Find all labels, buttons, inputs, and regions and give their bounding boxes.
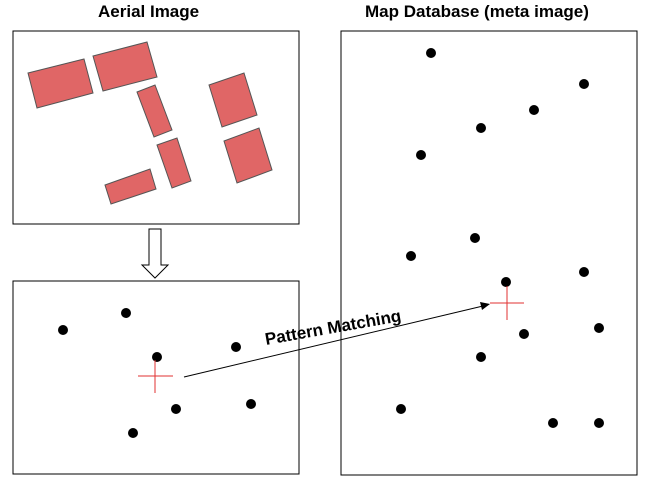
map-database-title: Map Database (meta image) (365, 2, 589, 21)
map-database-frame (340, 30, 638, 476)
building (92, 41, 158, 92)
building (27, 58, 94, 109)
map-point (396, 404, 406, 414)
buildings (27, 41, 273, 205)
map-point (406, 251, 416, 261)
building (104, 168, 157, 205)
map-point (476, 352, 486, 362)
map-point (476, 123, 486, 133)
feature-point (121, 308, 131, 318)
feature-point (171, 404, 181, 414)
extracted-points-frame (12, 280, 300, 475)
map-point (594, 323, 604, 333)
map-point (426, 48, 436, 58)
map-point (548, 418, 558, 428)
map-point (416, 150, 426, 160)
map-point (579, 267, 589, 277)
building (156, 137, 192, 189)
map-point (579, 79, 589, 89)
building (136, 84, 173, 138)
building (223, 127, 273, 184)
feature-point (231, 342, 241, 352)
map-point (470, 233, 480, 243)
aerial-image-panel (12, 30, 300, 225)
map-point (529, 105, 539, 115)
feature-point (128, 428, 138, 438)
down-arrow-icon (140, 228, 170, 279)
building (208, 72, 258, 128)
map-point (501, 277, 511, 287)
feature-point (246, 399, 256, 409)
map-database-panel (340, 30, 638, 476)
feature-point (58, 325, 68, 335)
matched-crosshair (490, 286, 524, 320)
extracted-points-panel (12, 280, 300, 475)
aerial-image-title: Aerial Image (98, 2, 200, 21)
map-point (519, 329, 529, 339)
map-point (594, 418, 604, 428)
source-crosshair (138, 360, 173, 393)
arrowhead-icon (480, 302, 490, 310)
feature-point (152, 352, 162, 362)
